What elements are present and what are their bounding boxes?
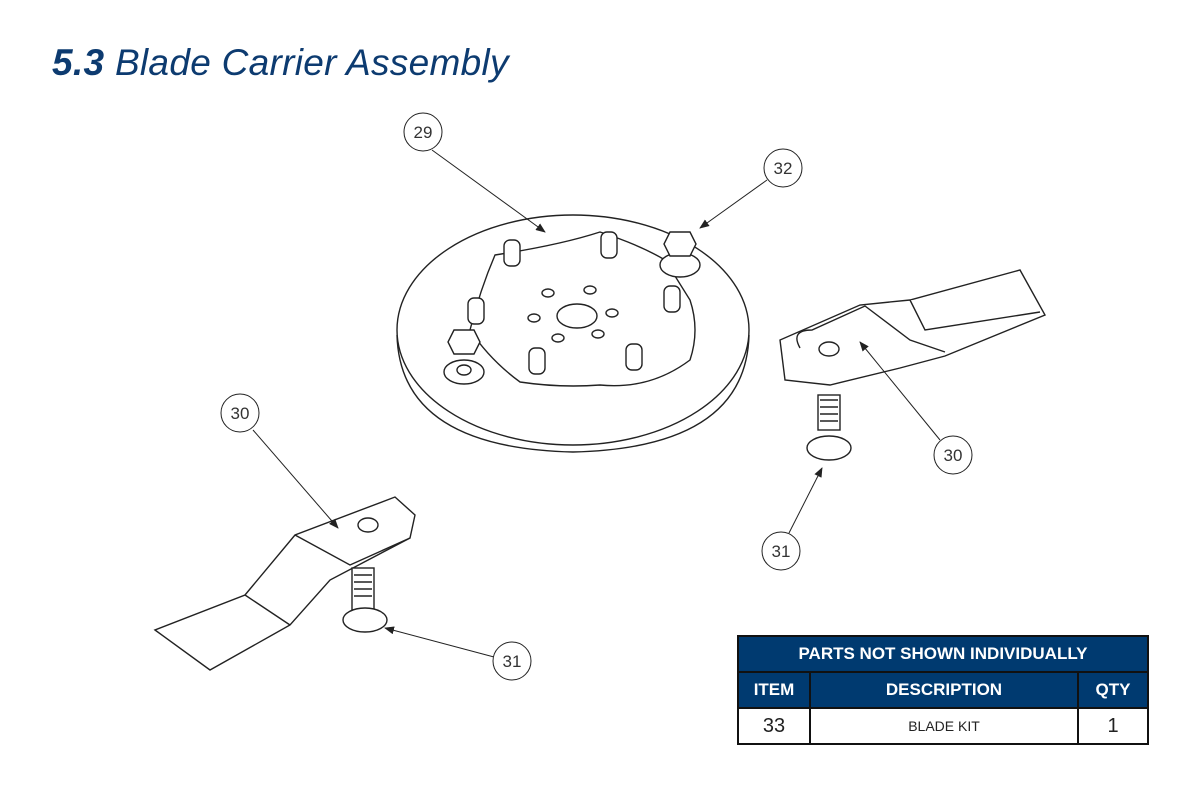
section-number: 5.3 [52, 42, 105, 83]
header-qty: QTY [1077, 671, 1149, 709]
description-cell: BLADE KIT [809, 707, 1079, 745]
bolt-left [342, 567, 388, 633]
section-title: Blade Carrier Assembly [114, 42, 509, 83]
svg-text:30: 30 [944, 446, 963, 465]
callout-31-right: 31 [761, 531, 801, 571]
page-title: 5.3 Blade Carrier Assembly [52, 42, 509, 84]
parts-not-shown-table: PARTS NOT SHOWN INDIVIDUALLY ITEM DESCRI… [737, 635, 1149, 745]
item-cell: 33 [737, 707, 811, 745]
header-item: ITEM [737, 671, 811, 709]
svg-text:31: 31 [503, 652, 522, 671]
callout-29: 29 [403, 112, 443, 152]
qty-cell: 1 [1077, 707, 1149, 745]
callout-31-left: 31 [492, 641, 532, 681]
svg-text:32: 32 [774, 159, 793, 178]
callout-32: 32 [763, 148, 803, 188]
svg-text:29: 29 [414, 123, 433, 142]
blade-carrier-disc [396, 214, 750, 453]
blade-left [153, 496, 416, 671]
leader-lines [252, 149, 941, 658]
table-row: 33 BLADE KIT 1 [737, 707, 1149, 745]
svg-text:30: 30 [231, 404, 250, 423]
table-title: PARTS NOT SHOWN INDIVIDUALLY [737, 635, 1149, 673]
bolt-right [806, 394, 852, 461]
header-description: DESCRIPTION [809, 671, 1079, 709]
callout-30-right: 30 [933, 435, 973, 475]
callout-30-left: 30 [220, 393, 260, 433]
blade-right [779, 269, 1046, 461]
svg-text:31: 31 [772, 542, 791, 561]
